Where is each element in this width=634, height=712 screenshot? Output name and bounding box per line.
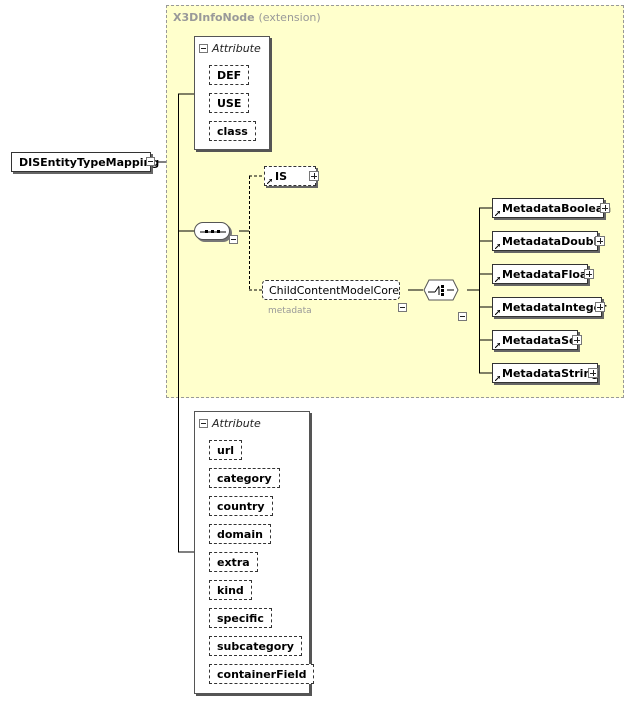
- element-is[interactable]: IS: [264, 166, 316, 186]
- reference-arrow-icon: [495, 343, 500, 348]
- element-metadata-double[interactable]: MetadataDouble: [492, 231, 605, 251]
- attribute-domain[interactable]: domain: [209, 524, 271, 544]
- attribute-specific[interactable]: specific: [209, 608, 272, 628]
- own-attribute-header[interactable]: Attribute: [199, 417, 261, 430]
- extension-qualifier: (extension): [258, 11, 321, 24]
- expand-icon[interactable]: [572, 335, 582, 345]
- element-label: MetadataSet: [502, 334, 582, 347]
- element-metadata-string[interactable]: MetadataString: [492, 363, 600, 383]
- choice-collapse-icon[interactable]: [458, 312, 467, 321]
- element-metadata-integer[interactable]: MetadataInteger: [492, 297, 606, 317]
- expand-icon[interactable]: [595, 302, 605, 312]
- attribute-header-label: Attribute: [212, 42, 261, 55]
- expand-icon[interactable]: [588, 368, 598, 378]
- group-child-content-model-core[interactable]: ChildContentModelCore: [262, 280, 400, 300]
- reference-arrow-icon: [495, 211, 500, 216]
- element-metadata-float[interactable]: MetadataFloat: [492, 264, 593, 284]
- reference-arrow-icon: [495, 277, 500, 282]
- inherited-attribute-header[interactable]: Attribute: [199, 42, 261, 55]
- choice-compositor[interactable]: [423, 279, 459, 301]
- inherited-attribute-group: Attribute DEF USE class: [194, 36, 270, 150]
- attribute-use[interactable]: USE: [209, 93, 250, 113]
- element-is-label: IS: [275, 170, 288, 183]
- element-is-expand-icon[interactable]: [309, 171, 319, 181]
- element-label: MetadataDouble: [502, 235, 605, 248]
- attribute-class[interactable]: class: [209, 121, 256, 141]
- collapse-icon[interactable]: [199, 419, 208, 428]
- element-metadata-set[interactable]: MetadataSet: [492, 330, 582, 350]
- group-collapse-icon[interactable]: [398, 303, 407, 312]
- extension-title: X3DInfoNode (extension): [173, 11, 321, 24]
- root-collapse-icon[interactable]: [146, 157, 155, 166]
- attribute-country[interactable]: country: [209, 496, 273, 516]
- reference-arrow-icon: [267, 179, 272, 184]
- attribute-container-field[interactable]: containerField: [209, 664, 315, 684]
- reference-arrow-icon: [495, 376, 500, 381]
- element-label: MetadataBoolean: [502, 202, 612, 215]
- element-label: MetadataInteger: [502, 301, 607, 314]
- attribute-header-label: Attribute: [212, 417, 261, 430]
- attribute-kind[interactable]: kind: [209, 580, 252, 600]
- sequence-collapse-icon[interactable]: [229, 235, 238, 244]
- sequence-compositor[interactable]: [194, 222, 230, 240]
- expand-icon[interactable]: [600, 203, 610, 213]
- root-element-label: DISEntityTypeMapping: [19, 156, 160, 169]
- extension-base-name: X3DInfoNode: [173, 11, 255, 24]
- expand-icon[interactable]: [584, 269, 594, 279]
- group-ref-label: ChildContentModelCore: [269, 284, 399, 297]
- element-label: MetadataFloat: [502, 268, 593, 281]
- expand-icon[interactable]: [595, 236, 605, 246]
- attribute-category[interactable]: category: [209, 468, 280, 488]
- element-label: MetadataString: [502, 367, 600, 380]
- attribute-url[interactable]: url: [209, 440, 243, 460]
- reference-arrow-icon: [495, 310, 500, 315]
- collapse-icon[interactable]: [199, 44, 208, 53]
- attribute-subcategory[interactable]: subcategory: [209, 636, 302, 656]
- group-caption: metadata: [268, 306, 312, 316]
- sequence-icon: [200, 230, 226, 233]
- element-metadata-boolean[interactable]: MetadataBoolean: [492, 198, 611, 218]
- attribute-def[interactable]: DEF: [209, 65, 250, 85]
- own-attribute-group: Attribute url category country domain ex…: [194, 411, 315, 694]
- root-element-box[interactable]: DISEntityTypeMapping: [11, 152, 159, 172]
- attribute-extra[interactable]: extra: [209, 552, 258, 572]
- reference-arrow-icon: [495, 244, 500, 249]
